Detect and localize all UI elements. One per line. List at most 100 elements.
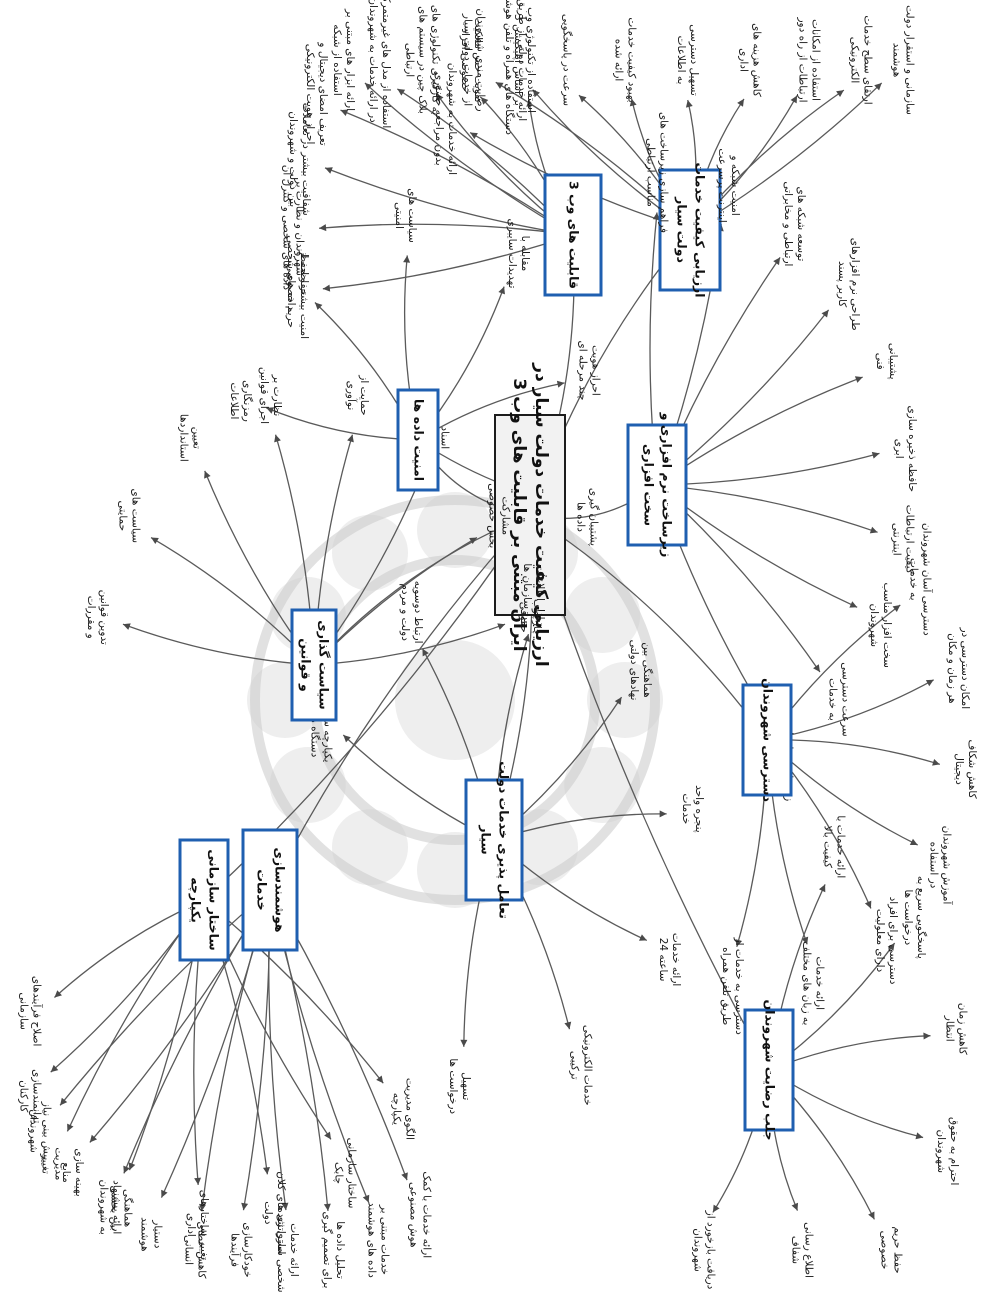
intelligent-leaf-label-line: خودکارسازی [241, 1222, 253, 1277]
arrowhead-icon [638, 934, 647, 941]
arrowhead-icon [791, 1202, 799, 1211]
arrowhead-icon [241, 1202, 249, 1211]
web3-leaf-label-line: استفاده از تکنولوژی وب [525, 7, 537, 113]
arrowhead-icon [556, 380, 565, 388]
citizen-access-leaf-label-line: دسترسی برای افراد [887, 897, 899, 985]
arrowhead-icon [470, 132, 478, 140]
arrowhead-icon [266, 407, 275, 414]
web3-leaf-label-line: به کارگیری تکنولوژی های [430, 5, 443, 115]
org-structure-leaf-label-line: چابک [333, 1162, 345, 1184]
arrowhead-icon [128, 1162, 136, 1171]
category-node-intelligent [241, 828, 299, 952]
category-label-org-structure-line: یکپارچه [189, 877, 204, 923]
arrowhead-icon [322, 284, 331, 292]
infra-leaf-label-line: توسعه شبکه های [795, 186, 807, 261]
citizen-sat-leaf-label-line: شهروندان [935, 1129, 947, 1173]
intelligent-leaf-label-line: کاهش خطای [196, 1222, 208, 1279]
interaction-leaf-label-line: دولت و مردم [399, 583, 411, 641]
arrowhead-icon [364, 82, 373, 91]
arrowhead-icon [868, 1211, 875, 1220]
arrowhead-icon [735, 939, 743, 947]
citizen-sat-leaf-label-line: شهروندان [692, 1228, 704, 1272]
arrowhead-icon [263, 1166, 270, 1175]
intelligent-leaf-label-line: ارائه خدمات [288, 1223, 300, 1277]
citizen-sat-leaf-label-line: شفاف [789, 1236, 801, 1264]
org-structure-leaf-label-line: اداری [185, 1213, 197, 1237]
mobile-gov-leaf-label: سرعت در پاسخگویی [561, 14, 574, 106]
interaction-leaf-label-line: نهادهای دولتی [628, 640, 640, 701]
intelligent-leaf-label-line: تحلیل داده ها [334, 1221, 346, 1279]
mobile-gov-leaf-label-line: سازمانی و استقرار دولت [903, 5, 915, 115]
web3-leaf-label-line: شفافیت بیشتر در تعاملات [300, 103, 312, 216]
policy-leaf-label-line: حقوقی [518, 602, 530, 633]
web3-leaf-label-line: بین دولت و شهروندان [287, 111, 299, 207]
arrowhead-icon [659, 810, 667, 818]
policy-leaf-label-line: بخش خصوصی [486, 483, 498, 548]
citizen-access-leaf-label-line: در استفاده [928, 842, 940, 889]
policy-leaf-label-line: چارچوب [531, 599, 543, 636]
org-structure-leaf-label-line: مدیریت [53, 1147, 65, 1180]
arrowhead-icon [122, 623, 131, 630]
arrowhead-icon [274, 434, 281, 443]
category-label-mobile-gov-line: ارزیابی کیفیت خدمات [693, 162, 708, 297]
arrowhead-icon [314, 302, 323, 310]
interaction-leaf-label-line: خدمات الکترونیکی [581, 1025, 593, 1106]
web3-leaf-label-line: تقویت حس مالکیت [472, 18, 484, 103]
arrowhead-icon [818, 884, 826, 893]
org-structure-leaf-label-line: سازمانی [18, 992, 30, 1030]
category-label-policy-line: و قوانین [299, 638, 314, 691]
citizen-sat-leaf-label-line: دریافت بازخورد از [705, 1210, 717, 1290]
arrowhead-icon [874, 82, 882, 91]
arrowhead-icon [376, 1075, 384, 1084]
policy-leaf-label-line: حمایتی [117, 500, 129, 531]
infra-leaf-label-line: مناسب ارتباطی [645, 138, 657, 207]
security-leaf-label-line: داده ها [575, 502, 587, 532]
arrowhead-icon [67, 1123, 74, 1132]
infra-leaf-connector [656, 376, 863, 486]
arrowhead-icon [161, 1189, 168, 1198]
org-structure-leaf-label-line: اصلاح فرآیندهای [31, 976, 44, 1047]
policy-leaf-label-line: حمایت از [358, 374, 370, 415]
infra-leaf-label-line: ارتباطی و مخابراتی [782, 181, 794, 266]
infra-leaf-label-line: اینترنتی [891, 523, 903, 556]
web3-leaf-label-line: تعریف امضای دیجیتال و [317, 41, 329, 145]
category-label-policy-line: سیاست گذاری [317, 620, 332, 709]
policy-leaf-label-line: اسناد [438, 426, 450, 449]
category-label-intelligent-line: خدمات [255, 869, 270, 910]
org-structure-leaf-label-line: یکپارچه [391, 1093, 403, 1125]
web3-leaf-label-line: حریم خصوصی [285, 264, 297, 328]
web3-leaf-label-line: داده های شخصی و کنترل آن [281, 165, 294, 291]
arrowhead-icon [737, 98, 744, 107]
arrowhead-icon [498, 286, 505, 295]
policy-leaf-label-line: اجرای قوانین [258, 367, 270, 424]
infra-leaf-label-line: به خدمات [826, 678, 838, 721]
arrowhead-icon [436, 93, 444, 102]
security-leaf-label-line: رمزنگاری [241, 380, 254, 422]
security-leaf-label-line: سیاست های [406, 188, 418, 243]
watermark-petal [332, 514, 408, 591]
